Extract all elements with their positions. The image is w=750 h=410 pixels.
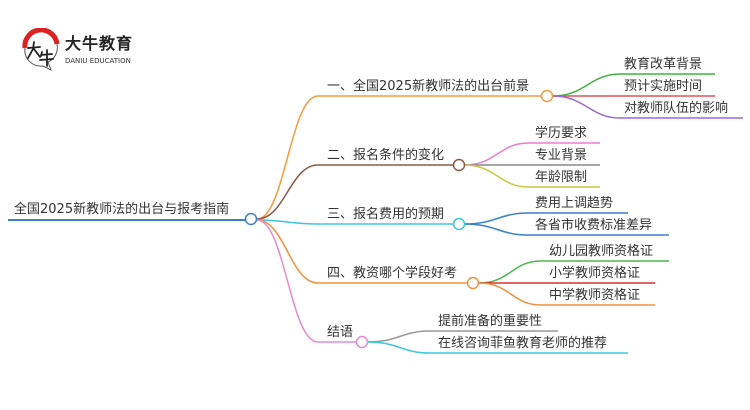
subtopic[interactable]: 专业背景 <box>535 148 588 163</box>
branch-4-node <box>466 276 480 290</box>
branch-3-node <box>452 217 466 231</box>
subtopic-line <box>464 164 600 188</box>
subtopic-line <box>478 282 655 306</box>
branch-3-topic[interactable]: 三、报名费用的预期 <box>327 207 445 222</box>
branch-5-topic[interactable]: 结语 <box>327 325 354 340</box>
branch-2-topic[interactable]: 二、报名条件的变化 <box>327 148 445 163</box>
subtopic[interactable]: 提前准备的重要性 <box>438 314 543 329</box>
subtopic-line <box>478 260 669 284</box>
logo-icon <box>20 27 62 72</box>
subtopic[interactable]: 幼儿园教师资格证 <box>549 244 654 259</box>
subtopic[interactable]: 学历要求 <box>535 126 588 141</box>
subtopic[interactable]: 预计实施时间 <box>624 79 703 94</box>
subtopic[interactable]: 在线咨询菲鱼教育老师的推荐 <box>438 336 608 351</box>
subtopic[interactable]: 对教师队伍的影响 <box>624 101 729 116</box>
branch-2-line <box>256 164 453 220</box>
branch-2-node <box>452 158 466 172</box>
subtopic[interactable]: 费用上调趋势 <box>535 196 614 211</box>
subtopic-line <box>464 223 669 236</box>
branch-5-line <box>256 219 356 343</box>
branch-1-node <box>540 89 554 103</box>
branch-4-topic[interactable]: 四、教资哪个学段好考 <box>327 266 458 281</box>
root-node <box>244 212 258 226</box>
subtopic[interactable]: 中学教师资格证 <box>549 288 641 303</box>
subtopic-line <box>464 142 600 166</box>
subtopic[interactable]: 小学教师资格证 <box>549 266 641 281</box>
subtopic[interactable]: 教育改革背景 <box>624 57 703 72</box>
subtopic-line <box>464 212 628 225</box>
subtopic[interactable]: 年龄限制 <box>535 170 588 185</box>
subtopic[interactable]: 各省市收费标准差异 <box>535 218 653 233</box>
subtopic-line <box>367 341 628 354</box>
branch-5-node <box>355 335 369 349</box>
subtopic-line <box>552 95 743 119</box>
branch-4-line <box>256 219 467 284</box>
root-topic[interactable]: 全国2025新教师法的出台与报考指南 <box>14 202 230 217</box>
subtopic-line <box>367 330 558 343</box>
branch-1-topic[interactable]: 一、全国2025新教师法的出台前景 <box>327 79 530 94</box>
brand-name-en: DANIU EDUCATION <box>65 57 131 65</box>
branch-3-line <box>256 219 453 225</box>
brand-name: 大牛教育 <box>65 34 134 53</box>
branch-1-line <box>256 95 541 220</box>
subtopic-line <box>552 73 715 97</box>
